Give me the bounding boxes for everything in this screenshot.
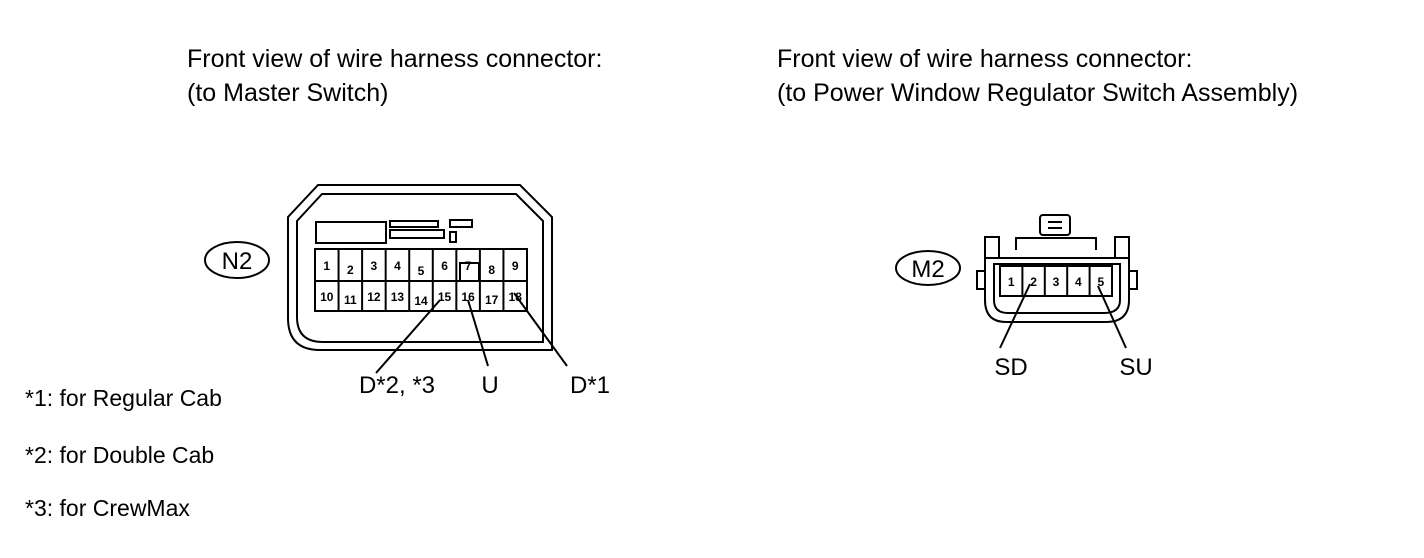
right-connector-code-badge <box>895 250 961 286</box>
left-pin-label: 5 <box>418 264 425 278</box>
left-pin-label: 15 <box>438 290 452 304</box>
left-pin-label: 7 <box>465 259 472 273</box>
left-pin-label: 6 <box>441 259 448 273</box>
right-pin-label: 3 <box>1053 275 1060 289</box>
callout-leader-16 <box>467 299 489 367</box>
left-pin-label: 13 <box>391 290 405 304</box>
callout-d-regular: D*1 <box>570 372 610 399</box>
footnote-1: *1: for Regular Cab <box>25 385 222 411</box>
left-pin-label: 8 <box>488 263 495 277</box>
left-pin-label: 18 <box>509 290 523 304</box>
callout-d-double-crewmax: D*2, *3 <box>359 372 435 399</box>
left-connector-code-badge <box>204 241 270 279</box>
left-pin-label: 9 <box>512 259 519 273</box>
right-pin-label: 1 <box>1008 275 1015 289</box>
left-caption: Front view of wire harness connector: (t… <box>187 42 602 110</box>
callout-leader-sd <box>999 283 1031 349</box>
left-pin-label: 11 <box>344 293 357 307</box>
left-connector-code: N2 <box>222 248 253 275</box>
footnote-3: *3: for CrewMax <box>25 495 190 521</box>
left-pin-label: 12 <box>367 290 381 304</box>
right-pin-labels: 1 2 3 4 5 <box>1008 275 1105 289</box>
left-pin-label: 16 <box>461 290 475 304</box>
callout-leader-su <box>1097 285 1127 349</box>
right-pin-label: 4 <box>1075 275 1082 289</box>
left-pin-label: 2 <box>347 263 354 277</box>
right-caption: Front view of wire harness connector: (t… <box>777 42 1298 110</box>
left-pin-label: 4 <box>394 259 401 273</box>
right-pin-label: 5 <box>1097 275 1104 289</box>
callout-u: U <box>481 372 498 399</box>
footnote-2: *2: for Double Cab <box>25 442 215 468</box>
left-caption-line1: Front view of wire harness connector: <box>187 45 603 73</box>
right-connector-drawing <box>895 214 1138 349</box>
left-pin-label: 14 <box>414 294 428 308</box>
right-pin-label: 2 <box>1030 275 1037 289</box>
callout-su: SU <box>1119 354 1152 381</box>
callout-sd: SD <box>994 354 1027 381</box>
left-pin-label: 17 <box>485 293 499 307</box>
right-caption-line2: (to Power Window Regulator Switch Assemb… <box>777 79 1299 107</box>
callout-leader-15 <box>375 299 441 374</box>
callout-leader-18 <box>513 292 568 367</box>
left-pin-label: 3 <box>371 259 378 273</box>
left-connector-drawing <box>204 184 568 374</box>
left-caption-line2: (to Master Switch) <box>187 79 389 107</box>
right-connector-code: M2 <box>911 256 944 283</box>
right-caption-line1: Front view of wire harness connector: <box>777 45 1193 73</box>
left-pin-label: 1 <box>323 259 330 273</box>
left-pin-label: 10 <box>320 290 334 304</box>
